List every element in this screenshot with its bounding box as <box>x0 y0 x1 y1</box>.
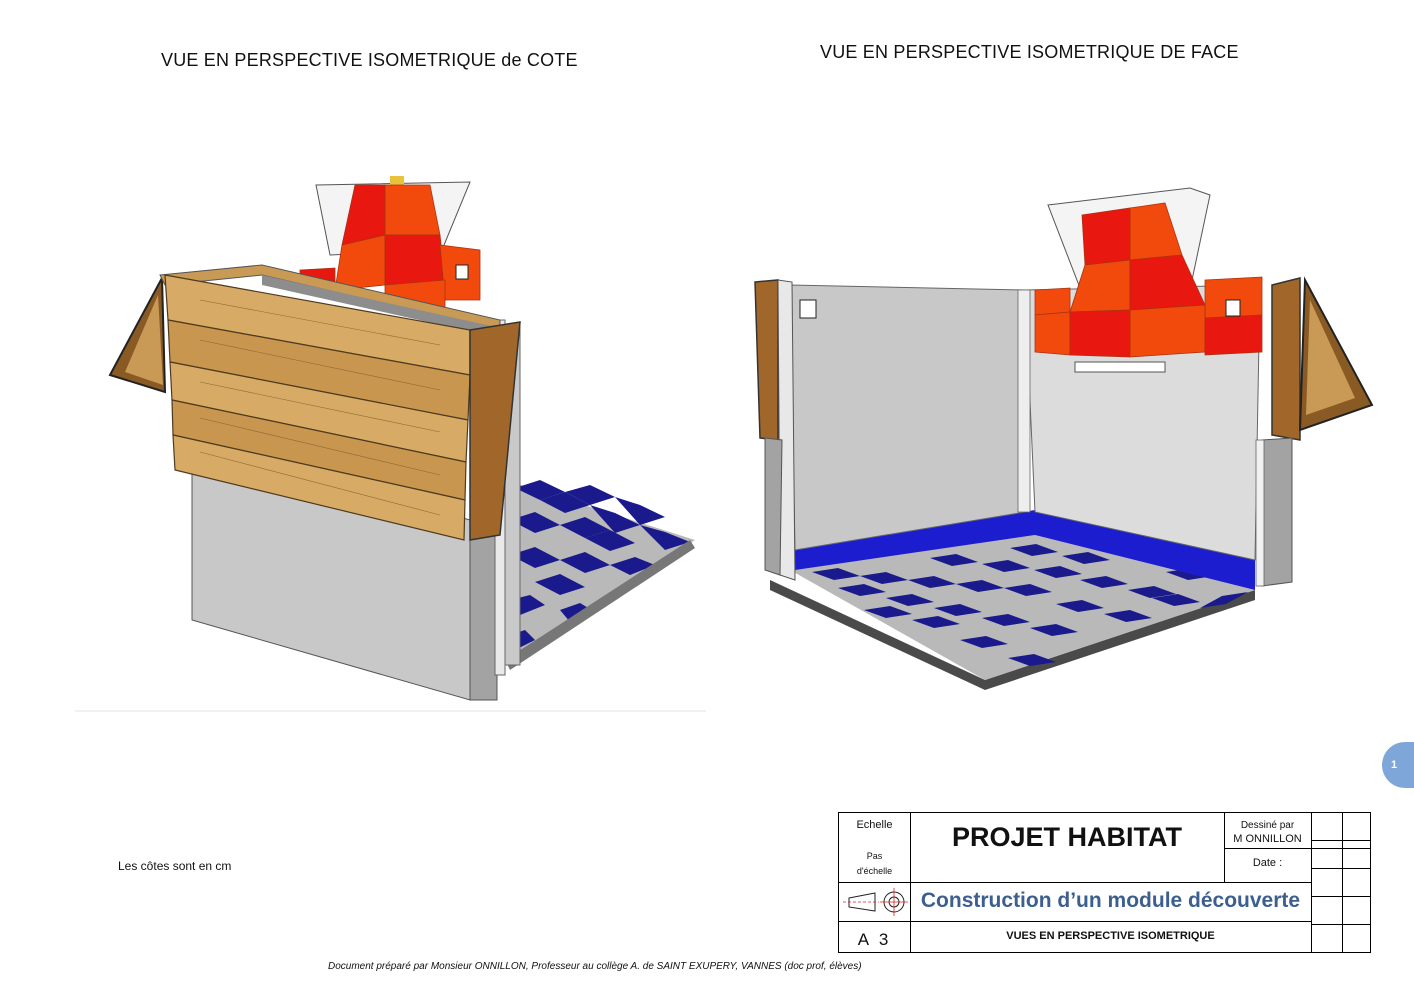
project-subtitle: Construction d’un module découverte <box>920 889 1301 912</box>
scale-value-line1: Pas <box>866 851 883 861</box>
projection-symbol-icon <box>843 888 908 916</box>
format-value: A 3 <box>857 930 892 949</box>
dimension-note: Les côtes sont en cm <box>118 859 232 873</box>
drawn-by-label: Dessiné par <box>1240 820 1295 831</box>
date-label: Date : <box>1252 857 1283 869</box>
drawn-by-value: M ONNILLON <box>1233 833 1302 845</box>
title-block: Echelle Pas d'échelle A 3 PROJET HABITAT… <box>838 812 1371 953</box>
project-title: PROJET HABITAT <box>951 822 1182 852</box>
left-view-title: VUE EN PERSPECTIVE ISOMETRIQUE de COTE <box>161 50 578 70</box>
views-label: VUES EN PERSPECTIVE ISOMETRIQUE <box>1006 930 1215 942</box>
scale-label: Echelle <box>856 819 893 831</box>
document-footer: Document préparé par Monsieur ONNILLON, … <box>328 961 862 972</box>
right-view-title: VUE EN PERSPECTIVE ISOMETRIQUE DE FACE <box>820 42 1239 62</box>
page-number-badge: 1 <box>1382 742 1414 788</box>
scale-value-line2: d'échelle <box>856 866 893 876</box>
page-number: 1 <box>1391 759 1398 771</box>
